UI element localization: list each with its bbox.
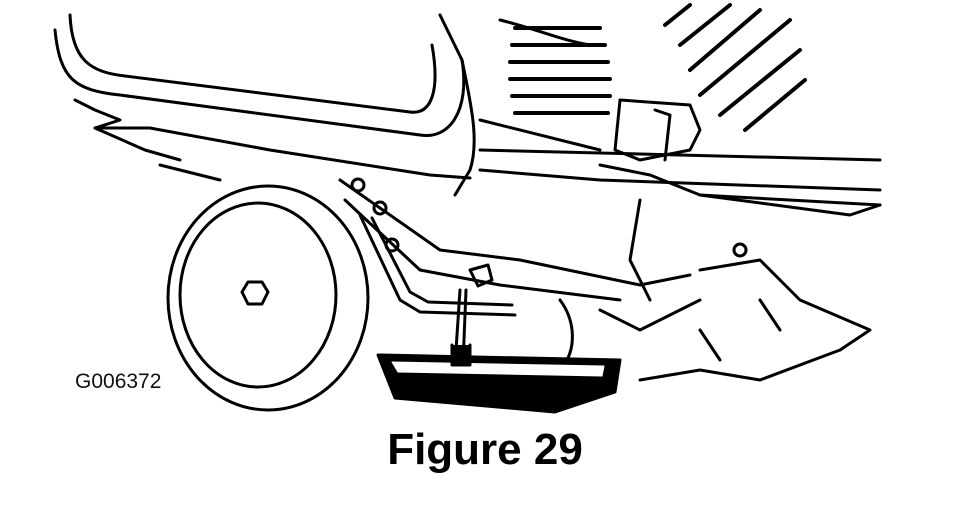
figure-code-label: G006372 — [75, 370, 162, 393]
engine-grille — [508, 3, 807, 132]
figure-caption: Figure 29 — [387, 425, 583, 474]
chassis-frame — [338, 177, 872, 382]
mower-body-outline — [53, 13, 882, 217]
oil-drain-pan — [376, 343, 622, 414]
front-wheel — [166, 184, 370, 412]
